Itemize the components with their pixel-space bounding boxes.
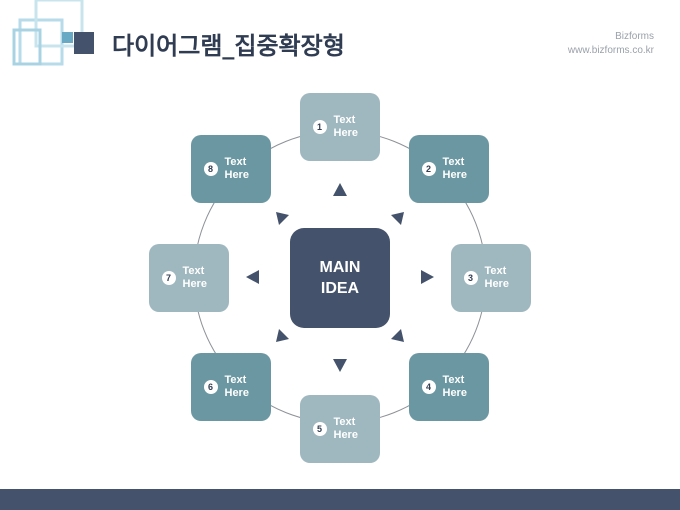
node-label: Text Here <box>484 265 509 290</box>
arrow-down-icon <box>333 359 347 372</box>
node-2: 2 Text Here <box>409 135 489 203</box>
node-number-badge: 8 <box>203 162 218 176</box>
main-idea-box: MAIN IDEA <box>290 228 390 328</box>
node-label: Text Here <box>442 156 467 181</box>
node-label: Text Here <box>333 114 358 139</box>
node-number-badge: 7 <box>161 271 176 285</box>
node-number-badge: 4 <box>421 380 436 394</box>
main-idea-label: MAIN IDEA <box>319 259 361 297</box>
node-label: Text Here <box>333 416 358 441</box>
node-number-badge: 3 <box>463 271 478 285</box>
footer-bar <box>0 489 680 510</box>
node-1: 1 Text Here <box>300 93 380 161</box>
brand-url: www.bizforms.co.kr <box>567 45 654 56</box>
node-3: 3 Text Here <box>451 244 531 312</box>
node-number-badge: 5 <box>312 422 327 436</box>
arrow-right-icon <box>421 270 434 284</box>
arrow-up-left-icon <box>276 212 289 225</box>
arrow-up-right-icon <box>391 212 404 225</box>
node-label: Text Here <box>442 374 467 399</box>
arrow-down-right-icon <box>391 329 404 342</box>
node-number-badge: 6 <box>203 380 218 394</box>
node-6: 6 Text Here <box>191 353 271 421</box>
node-4: 4 Text Here <box>409 353 489 421</box>
node-5: 5 Text Here <box>300 395 380 463</box>
arrow-down-left-icon <box>276 329 289 342</box>
arrow-left-icon <box>246 270 259 284</box>
node-number-badge: 2 <box>421 162 436 176</box>
node-8: 8 Text Here <box>191 135 271 203</box>
node-number-badge: 1 <box>312 120 327 134</box>
arrow-up-icon <box>333 183 347 196</box>
node-label: Text Here <box>182 265 207 290</box>
node-label: Text Here <box>224 156 249 181</box>
node-7: 7 Text Here <box>149 244 229 312</box>
logo-graphic <box>12 0 94 66</box>
brand-block: Bizforms www.bizforms.co.kr <box>568 30 654 58</box>
page-title: 다이어그램_집중확장형 <box>112 32 345 60</box>
brand-name: Bizforms <box>615 31 654 42</box>
node-label: Text Here <box>224 374 249 399</box>
